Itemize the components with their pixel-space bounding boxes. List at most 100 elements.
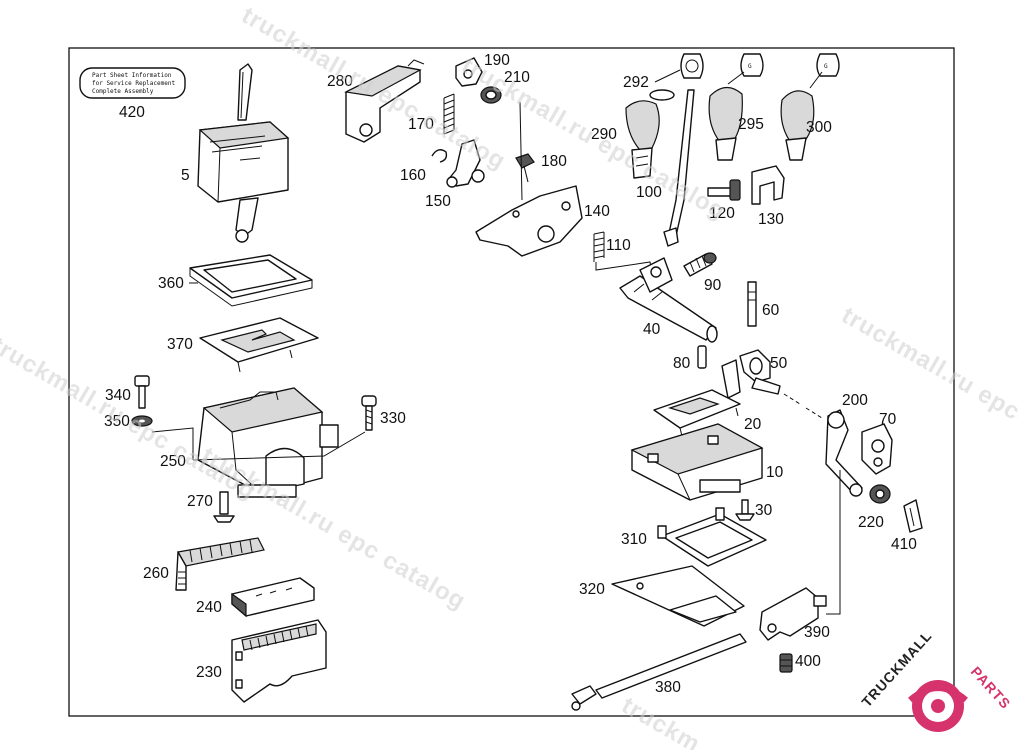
part-280-bracket [344,59,425,143]
part-220-bushing [869,484,891,504]
callout-30: 30 [755,502,773,519]
callout-150: 150 [425,193,451,210]
callout-90: 90 [704,277,722,294]
label-plate-line-2: for Service Replacement [92,80,175,87]
part-40-selector-shaft [619,257,718,343]
part-320-cover-plate [611,565,745,627]
callout-300: 300 [806,119,832,136]
part-140-mounting-plate [475,185,583,257]
callout-160: 160 [400,167,426,184]
callout-380: 380 [655,679,681,696]
part-150-lever [446,139,485,188]
part-420-label-plate: Part Sheet Information for Service Repla… [79,67,186,99]
callout-180: 180 [541,153,567,170]
part-270-screw [213,491,235,523]
callout-360: 360 [158,275,184,292]
callout-170: 170 [408,116,434,133]
part-130-retaining-clip [751,165,785,205]
part-400-spring [779,653,793,673]
callout-20: 20 [744,416,762,433]
callout-280: 280 [327,73,353,90]
label-plate-line-3: Complete Assembly [92,88,154,95]
part-240-position-indicator [231,577,315,618]
callout-400: 400 [795,653,821,670]
part-410-clip [903,499,923,533]
callout-270: 270 [187,493,213,510]
part-260-light-cover [175,537,265,591]
callout-70: 70 [879,411,897,428]
callout-120: 120 [709,205,735,222]
part-390-cable-bracket [759,587,827,641]
callout-100: 100 [636,184,662,201]
part-310-gasket [657,507,767,567]
gear-logo-icon [908,680,968,732]
part-60-pin [747,281,757,327]
callout-320: 320 [579,581,605,598]
callout-80: 80 [673,355,691,372]
part-50-lever [721,349,781,399]
part-120-bolt [707,179,741,201]
part-10-base-housing [630,423,764,501]
callout-410: 410 [891,536,917,553]
callout-290: 290 [591,126,617,143]
part-250-shifter-housing [197,387,339,498]
part-20-gate-plate [653,389,741,437]
callout-220: 220 [858,514,884,531]
callout-230: 230 [196,664,222,681]
callout-190: 190 [484,52,510,69]
part-300-shift-knob: G [780,53,840,161]
callout-40: 40 [643,321,661,338]
callout-130: 130 [758,211,784,228]
part-360-frame-gasket [189,254,313,307]
callout-340: 340 [105,387,131,404]
part-290-shift-knob [625,100,660,179]
callout-10: 10 [766,464,784,481]
part-90-adjuster [683,252,717,277]
callout-370: 370 [167,336,193,353]
part-100-shift-rod [663,89,695,247]
part-170-spring [443,93,455,135]
svg-text:G: G [824,63,828,70]
watermark-lower: truckmall.ru epc catalog [197,442,470,615]
callout-260: 260 [143,565,169,582]
part-70-cam [861,423,893,475]
label-plate-line-1: Part Sheet Information [92,72,172,79]
callout-295: 295 [738,116,764,133]
part-350-washer [131,415,153,427]
part-5-shift-lever-assembly [197,63,290,243]
callout-420: 420 [119,104,145,121]
callout-310: 310 [621,531,647,548]
part-230-lower-bezel [231,619,327,703]
logo-brand-right: PARTS [968,663,1014,712]
part-160-circlip [431,149,448,163]
part-210-grommet [480,86,502,104]
part-180-screw [515,153,535,183]
callout-292: 292 [623,74,649,91]
part-330-screw [361,395,377,431]
part-80-pin [697,345,707,369]
callout-200: 200 [842,392,868,409]
part-380-shift-cable [571,633,747,711]
part-110-spring [593,231,605,262]
part-295-shift-knob: G [708,53,764,161]
callout-210: 210 [504,69,530,86]
callout-5: 5 [181,167,190,184]
svg-text:G: G [748,63,752,70]
callout-60: 60 [762,302,780,319]
part-190-bushing [455,57,483,87]
part-370-gate-plate [199,317,319,373]
callout-50: 50 [770,355,788,372]
callout-140: 140 [584,203,610,220]
callout-240: 240 [196,599,222,616]
part-292-emblem [649,53,704,101]
part-200-selector-arm [825,409,863,497]
callout-390: 390 [804,624,830,641]
callout-330: 330 [380,410,406,427]
part-30-screw [735,499,755,521]
part-340-bolt [134,375,150,409]
callout-110: 110 [606,237,631,254]
callout-250: 250 [160,453,186,470]
callout-350: 350 [104,413,130,430]
diagram-frame [68,47,955,717]
